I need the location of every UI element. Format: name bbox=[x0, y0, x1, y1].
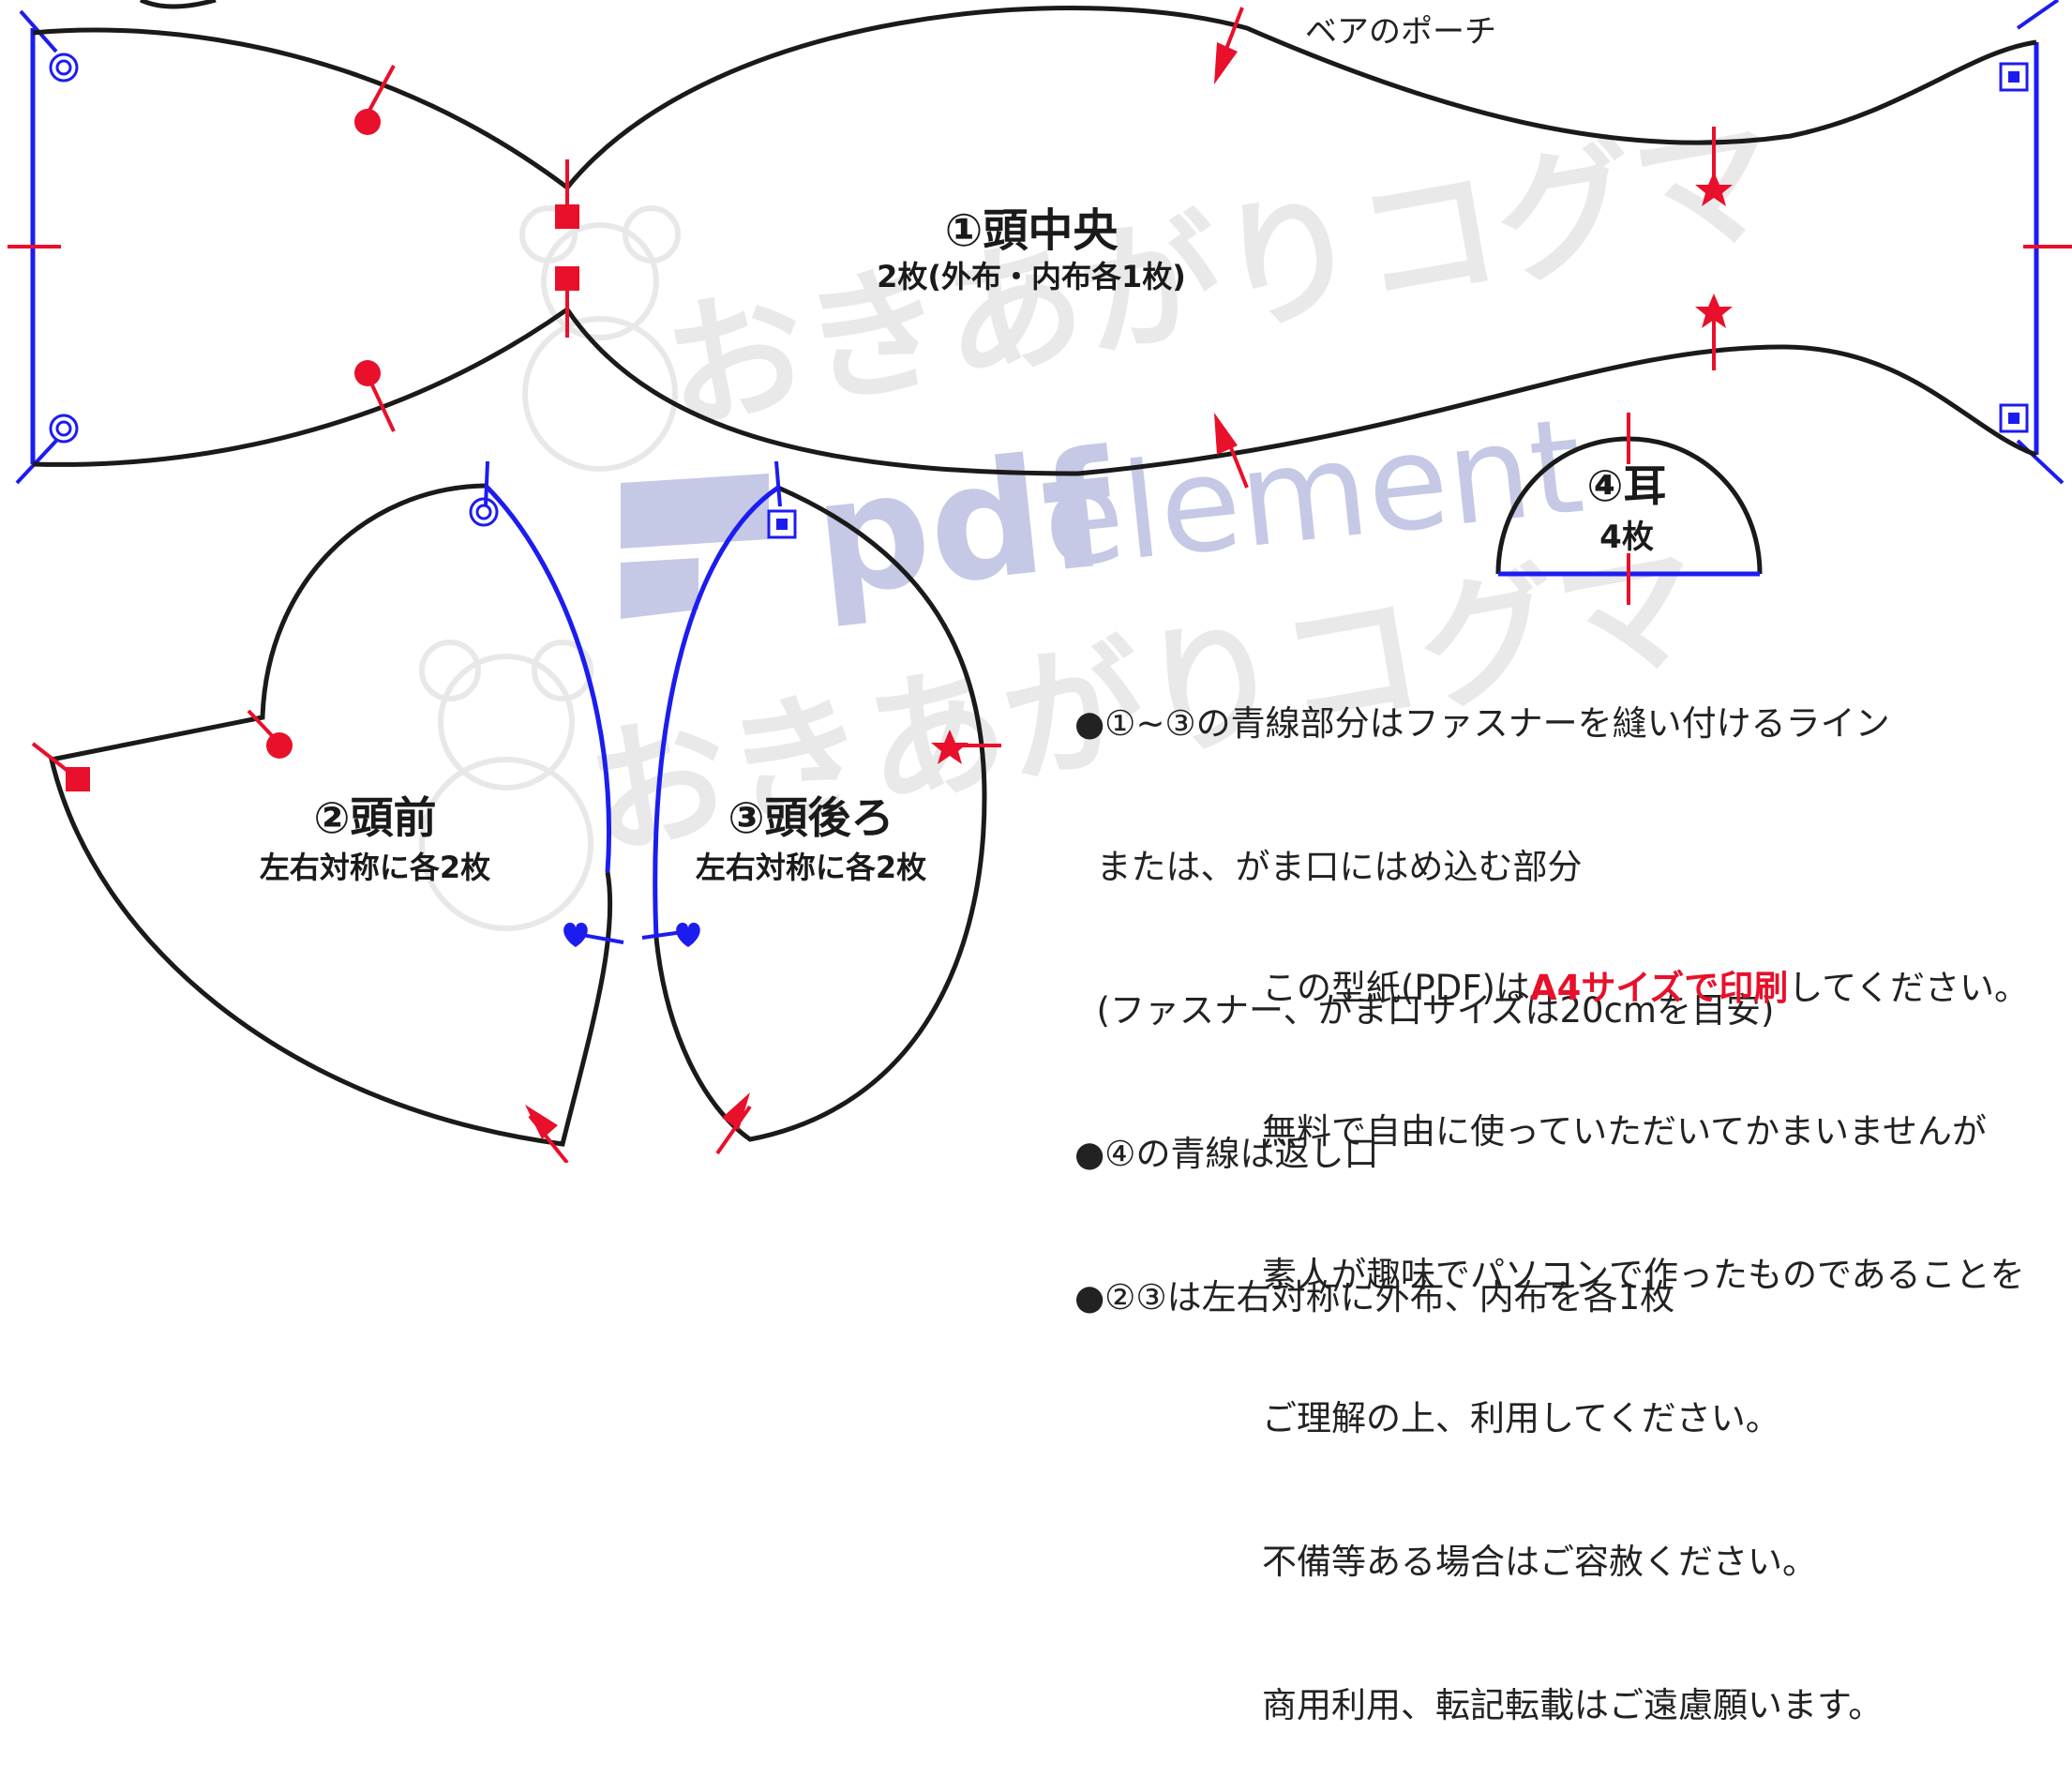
ear-count: 4枚 bbox=[1599, 519, 1654, 556]
red-marks bbox=[354, 7, 1733, 489]
pdfelement-logo-icon bbox=[621, 474, 769, 619]
circle-mark bbox=[266, 732, 293, 759]
head-center-name: ①頭中央 bbox=[944, 204, 1119, 257]
arrow-mark bbox=[1214, 413, 1238, 455]
note-line: ●①~③の青線部分はファスナーを縫い付けるライン bbox=[1074, 703, 1890, 744]
print-size-highlight: A4サイズで印刷 bbox=[1529, 968, 1789, 1008]
notice-line: 商用利用、転記転載はご遠慮願います。 bbox=[1262, 1685, 1884, 1725]
head-center-outline-top-right bbox=[565, 6, 2037, 189]
head-front-name: ②頭前 bbox=[313, 792, 437, 843]
head-center-outline-bottom-right bbox=[564, 308, 2037, 476]
heart-icon bbox=[676, 923, 700, 947]
star-mark bbox=[1695, 172, 1733, 206]
watermark-brand-pdf: pdf bbox=[806, 416, 1123, 632]
notice-line-1: この型紙(PDF)はA4サイズで印刷してください。 bbox=[1262, 964, 2029, 1012]
notice-line: 不備等ある場合はご容赦ください。 bbox=[1262, 1542, 1817, 1582]
zipper-seam-front bbox=[484, 484, 612, 873]
head-center-count: 2枚(外布・内布各1枚) bbox=[877, 259, 1186, 294]
faint-bear-icon bbox=[419, 205, 681, 931]
notch-line bbox=[364, 65, 396, 118]
square-dot-icon bbox=[1999, 62, 2029, 433]
piece-ear bbox=[1495, 413, 1763, 605]
notice-line: 無料で自由に使っていただいてかまいませんが bbox=[1262, 1111, 1987, 1152]
heart-icon bbox=[563, 923, 588, 947]
notch-line bbox=[715, 1105, 752, 1155]
notice-text: してください。 bbox=[1788, 968, 2030, 1008]
page-title: ベアのポーチ bbox=[1305, 13, 1496, 51]
square-mark bbox=[555, 204, 579, 229]
circle-mark bbox=[354, 109, 381, 135]
head-center-outline-bottom-left bbox=[32, 307, 569, 467]
ear-name: ④耳 bbox=[1586, 460, 1667, 511]
star-mark bbox=[931, 730, 968, 764]
arrow-mark bbox=[722, 1092, 750, 1130]
star-mark bbox=[1695, 294, 1733, 328]
square-mark bbox=[555, 266, 579, 291]
piece-head-center bbox=[8, 0, 2072, 489]
seam-corner-mark bbox=[2016, 0, 2064, 485]
piece-head-back bbox=[641, 460, 1001, 1155]
double-circle-icon bbox=[49, 53, 79, 444]
seam-end-mark bbox=[774, 460, 782, 507]
head-front-outline bbox=[48, 483, 613, 1147]
usage-notice: この型紙(PDF)はA4サイズで印刷してください。 無料で自由に使っていただいて… bbox=[1262, 868, 2029, 1777]
notice-line: 素人が趣味でパソコンで作ったものであることを bbox=[1262, 1255, 2025, 1295]
notch-line bbox=[1226, 440, 1249, 489]
square-dot-icon bbox=[767, 509, 797, 539]
arrow-mark bbox=[525, 1105, 558, 1139]
notice-line: ご理解の上、利用してください。 bbox=[1262, 1398, 1780, 1438]
note-line: (ファスナー、がま口サイズは20cmを目安) bbox=[1074, 990, 1775, 1031]
head-back-name: ③頭後ろ bbox=[728, 792, 894, 843]
head-center-outline-top-left bbox=[32, 27, 569, 189]
head-back-count: 左右対称に各2枚 bbox=[695, 850, 927, 885]
note-line: または、がま口にはめ込む部分 bbox=[1074, 847, 1583, 887]
circle-mark bbox=[354, 360, 381, 386]
pattern-sheet: おきあがりコグマ おきあがりコグマ pdf element bbox=[8, 0, 2072, 1163]
piece-head-front bbox=[31, 460, 624, 1163]
double-circle-icon bbox=[469, 497, 499, 527]
head-front-count: 左右対称に各2枚 bbox=[259, 850, 491, 885]
head-back-outline bbox=[653, 485, 987, 1142]
cropped-circle bbox=[139, 0, 217, 9]
arrow-mark bbox=[1214, 42, 1238, 84]
zipper-seam-back bbox=[653, 485, 780, 939]
notice-text: この型紙(PDF)は bbox=[1262, 968, 1530, 1008]
square-mark bbox=[66, 767, 90, 791]
